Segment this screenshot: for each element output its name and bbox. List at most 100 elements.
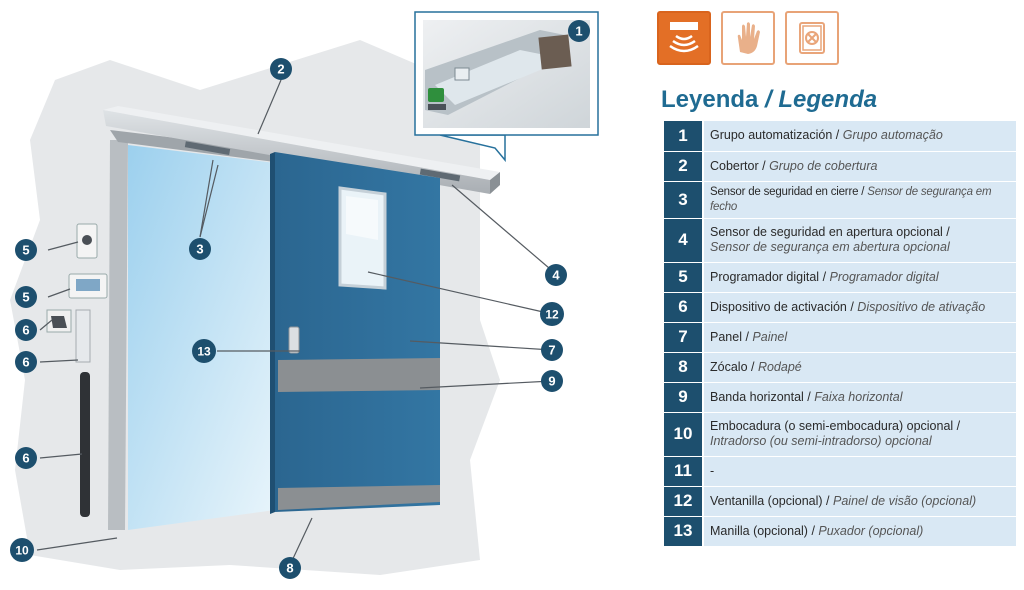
- legend-row: 10 Embocadura (o semi-embocadura) opcion…: [664, 412, 1016, 457]
- cover-rail-end: [490, 172, 500, 194]
- legend-row: 12 Ventanilla (opcional) / Painel de vis…: [664, 486, 1016, 517]
- door-panel-edge: [270, 152, 275, 514]
- legend-text: Banda horizontal / Faixa horizontal: [703, 382, 1016, 413]
- legend-text-es: Cobertor: [710, 158, 759, 173]
- legend-text-es: Dispositivo de activación: [710, 299, 847, 314]
- legend-number: 13: [664, 516, 704, 547]
- callout-5b: 5: [15, 286, 37, 308]
- legend-text-es: Ventanilla (opcional): [710, 493, 823, 508]
- svg-text:12: 12: [545, 308, 559, 322]
- callout-4: 4: [545, 264, 567, 286]
- legend-text-pt: Faixa horizontal: [814, 389, 903, 404]
- legend-number: 1: [664, 121, 704, 152]
- vision-window-shine: [346, 196, 378, 240]
- legend-text-es: Manilla (opcional): [710, 523, 808, 538]
- legend-number: 4: [664, 218, 704, 263]
- legend-number: 8: [664, 352, 704, 383]
- legend-text: Panel / Painel: [703, 322, 1016, 353]
- legend-text-es: Grupo automatización: [710, 128, 833, 143]
- legend-text-pt: Painel: [752, 329, 788, 344]
- svg-text:7: 7: [548, 343, 555, 358]
- legend-row: 11 -: [664, 456, 1016, 487]
- legend-text-pt: Grupo de cobertura: [769, 158, 878, 173]
- legend-number: 9: [664, 382, 704, 413]
- legend-text-pt: Puxador (opcional): [818, 523, 924, 538]
- legend-title: Leyenda / Legenda: [661, 86, 877, 114]
- legend-row: 8 Zócalo / Rodapé: [664, 352, 1016, 383]
- legend-text-es: -: [710, 463, 715, 478]
- svg-text:1: 1: [575, 24, 582, 39]
- legend-number: 6: [664, 292, 704, 323]
- legend-number: 11: [664, 456, 704, 487]
- svg-text:8: 8: [286, 561, 293, 576]
- door-opening-glass: [128, 145, 275, 530]
- legend-row: 9 Banda horizontal / Faixa horizontal: [664, 382, 1016, 413]
- callout-3: 3: [189, 238, 211, 260]
- svg-text:3: 3: [196, 242, 203, 257]
- callout-1: 1: [568, 20, 590, 42]
- legend-number: 5: [664, 262, 704, 293]
- legend-row: 4 Sensor de seguridad en apertura opcion…: [664, 218, 1016, 263]
- legend-text: Sensor de seguridad en apertura opcional…: [703, 218, 1016, 263]
- door-handle: [288, 326, 300, 354]
- legend-number: 12: [664, 486, 704, 517]
- legend-title-separator: /: [765, 86, 772, 113]
- hand-wave-icon: [721, 11, 775, 65]
- svg-text:6: 6: [22, 355, 29, 370]
- legend-title-pt: Legenda: [778, 86, 878, 113]
- svg-text:2: 2: [277, 62, 284, 77]
- legend-text-pt: Grupo automação: [842, 128, 943, 143]
- legend-text: Grupo automatización / Grupo automação: [703, 121, 1016, 152]
- legend-text: Sensor de seguridad en cierre / Sensor d…: [703, 181, 1016, 219]
- legend-number: 10: [664, 412, 704, 457]
- legend-number: 2: [664, 151, 704, 182]
- legend-row: 13 Manilla (opcional) / Puxador (opciona…: [664, 516, 1016, 547]
- legend-text-es: Embocadura (o semi-embocadura) opcional: [710, 419, 954, 433]
- legend-text-es: Programador digital: [710, 269, 820, 284]
- legend-row: 2 Cobertor / Grupo de cobertura: [664, 151, 1016, 182]
- callout-6b: 6: [15, 351, 37, 373]
- legend-title-es: Leyenda: [661, 86, 759, 113]
- door-panel: [275, 152, 440, 512]
- svg-text:5: 5: [22, 290, 29, 305]
- legend-text: Ventanilla (opcional) / Painel de visão …: [703, 486, 1016, 517]
- legend-text-es: Zócalo: [710, 359, 748, 374]
- legend-row: 5 Programador digital / Programador digi…: [664, 262, 1016, 293]
- legend-table: 1 Grupo automatización / Grupo automação…: [664, 121, 1016, 547]
- activation-touch-panel: [75, 309, 91, 363]
- legend-text-es: Sensor de seguridad en apertura opcional: [710, 225, 943, 239]
- svg-text:6: 6: [22, 451, 29, 466]
- closing-sensor-mount: [184, 141, 231, 155]
- legend-text-pt: Sensor de segurança em abertura opcional: [710, 240, 950, 254]
- legend-text-es: Sensor de seguridad en cierre: [710, 185, 859, 198]
- horizontal-band: [278, 358, 440, 392]
- kick-plate: [278, 485, 440, 510]
- svg-text:10: 10: [15, 544, 29, 558]
- legend-text-pt: Dispositivo de ativação: [857, 299, 986, 314]
- legend-text-pt: Painel de visão (opcional): [833, 493, 977, 508]
- activation-type-icons: [657, 11, 839, 69]
- callout-8: 8: [279, 557, 301, 579]
- callout-13: 13: [192, 339, 216, 363]
- callout-6c: 6: [15, 447, 37, 469]
- opening-sensor-mount: [419, 168, 461, 182]
- callout-10: 10: [10, 538, 34, 562]
- legend-number: 3: [664, 181, 704, 219]
- svg-text:4: 4: [552, 268, 560, 283]
- svg-text:6: 6: [22, 323, 29, 338]
- legend-text: Programador digital / Programador digita…: [703, 262, 1016, 293]
- legend-text-pt: Programador digital: [829, 269, 939, 284]
- legend-row: 7 Panel / Painel: [664, 322, 1016, 353]
- legend-text: Dispositivo de activación / Dispositivo …: [703, 292, 1016, 323]
- svg-text:13: 13: [197, 345, 211, 359]
- leader-lines: [36, 79, 557, 566]
- legend-row: 1 Grupo automatización / Grupo automação: [664, 121, 1016, 152]
- radar-sensor-icon: [657, 11, 711, 65]
- legend-text-pt: Intradorso (ou semi-intradorso) opcional: [710, 434, 932, 448]
- legend-text-pt: Sensor de segurança em fecho: [710, 185, 992, 213]
- door-frame-left: [108, 140, 128, 530]
- legend-text-es: Panel: [710, 329, 742, 344]
- safe-switch-icon: [785, 11, 839, 65]
- legend-text-pt: Rodapé: [757, 359, 802, 374]
- legend-text: Zócalo / Rodapé: [703, 352, 1016, 383]
